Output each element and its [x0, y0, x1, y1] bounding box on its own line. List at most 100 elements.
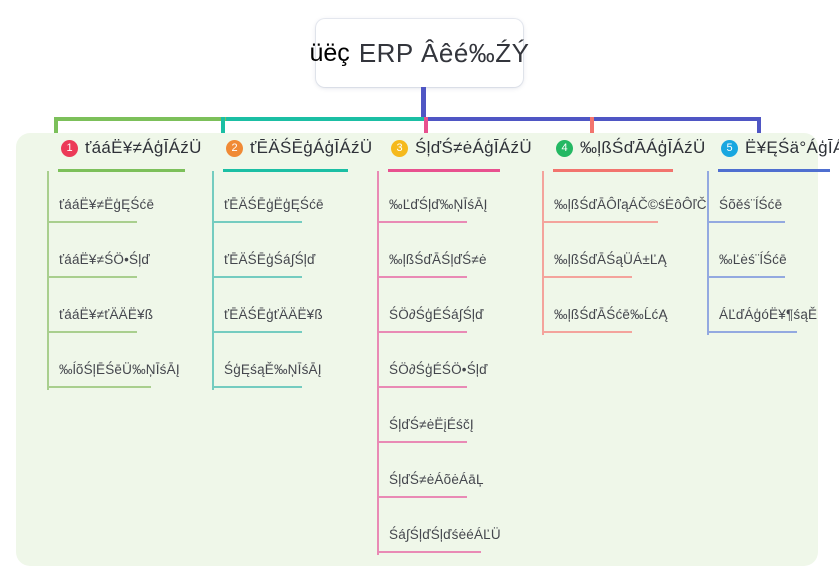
leaf-connector — [212, 386, 224, 388]
leaf-connector — [47, 386, 59, 388]
leaf-underline — [554, 276, 632, 278]
leaf-underline — [389, 276, 467, 278]
leaf-node[interactable]: ťááË¥≠ťÄÄË¥ß — [47, 307, 153, 335]
leaf-underline — [554, 331, 632, 333]
branch-underline-2 — [223, 169, 348, 172]
leaf-connector — [377, 276, 389, 278]
leaf-label: ‰ĽďŚļď‰ŅĪśĀĮ — [389, 197, 488, 212]
leaf-label: ‰ļßŚďĀŚćē‰ĹćĄ — [554, 307, 668, 322]
root-node[interactable]: üëç ERP Âêé‰ŹÝ — [310, 19, 529, 87]
leaf-label: ŚÖ∂ŚģÉŚá∫Śļď — [389, 307, 484, 322]
leaf-underline — [719, 331, 797, 333]
leaf-label: ŚģĘśąĚ‰ŅĪśĀĮ — [224, 362, 322, 377]
leaf-label: ŚÖ∂ŚģÉŚÖ•Śļď — [389, 362, 488, 377]
branch-trunk-3 — [377, 171, 379, 555]
leaf-underline — [224, 221, 302, 223]
leaf-node[interactable]: ťĒÄŚĒģŚá∫Śļď — [212, 252, 315, 280]
leaf-label: Śõěś¨ĺŚćē — [719, 197, 783, 212]
leaf-underline — [224, 386, 302, 388]
leaf-label: ‰ļßŚďĀÔľąÁČ©śĖôÔľČ — [554, 197, 707, 212]
branch-underline-1 — [58, 169, 185, 172]
branch-trunk-5 — [707, 171, 709, 335]
drop-connector-3 — [424, 117, 428, 145]
branch-header-4[interactable]: 4‰ļßŚďĀÁģĪÁźÜ — [535, 133, 706, 163]
leaf-connector — [707, 331, 719, 333]
leaf-underline — [59, 386, 151, 388]
leaf-node[interactable]: ťĒÄŚĒģËģĘŚćē — [212, 197, 324, 225]
branch-underline-4 — [553, 169, 673, 172]
leaf-node[interactable]: ŚÖ∂ŚģÉŚá∫Śļď — [377, 307, 483, 335]
leaf-node[interactable]: Śá∫ŚļďŚļďśėéÁĽÜ — [377, 527, 501, 555]
leaf-connector — [707, 221, 719, 223]
branch-badge-3: 3 — [391, 139, 408, 157]
leaf-label: ÁĽďÁģóË¥¶śąĚ — [719, 307, 818, 322]
branch-badge-5: 5 — [721, 139, 738, 157]
leaf-node[interactable]: ‰ļßŚďĀŚąÜÁ±ĽĄ — [542, 252, 667, 280]
leaf-node[interactable]: ‰ļßŚďĀÔľąÁČ©śĖôÔľČ — [542, 197, 707, 225]
branch-trunk-2 — [212, 171, 214, 390]
branch-header-5[interactable]: 5 Ë¥ĘŚä°ÁģĪÁźÜ — [700, 133, 839, 163]
leaf-node[interactable]: ‰Ľėś¨ĺŚćē — [707, 252, 787, 280]
branch-trunk-1 — [47, 171, 49, 390]
leaf-node[interactable]: ŚļďŚ≠ėÁõėÁāĻ — [377, 472, 483, 500]
leaf-node[interactable]: ‰ĺõŚļĒŚēÜ‰ŅĪśĀĮ — [47, 362, 180, 390]
leaf-underline — [389, 331, 467, 333]
branches-panel — [16, 133, 818, 566]
leaf-underline — [224, 276, 302, 278]
leaf-node[interactable]: ‰ļßŚďĀŚćē‰ĹćĄ — [542, 307, 667, 335]
branch-badge-4: 4 — [556, 139, 573, 157]
leaf-underline — [719, 276, 785, 278]
leaf-label: ‰ļßŚďĀŚļďŚ≠ė — [389, 252, 487, 267]
leaf-underline — [224, 331, 302, 333]
branch-trunk-4 — [542, 171, 544, 335]
connector-segment-1 — [54, 117, 226, 121]
branch-badge-2: 2 — [226, 139, 243, 157]
leaf-connector — [377, 331, 389, 333]
drop-connector-4 — [590, 117, 594, 145]
leaf-connector — [212, 221, 224, 223]
leaf-node[interactable]: ťĒÄŚĒģťÄÄË¥ß — [212, 307, 323, 335]
leaf-node[interactable]: ‰ļßŚďĀŚļďŚ≠ė — [377, 252, 486, 280]
leaf-label: ťááË¥≠ËģĘŚćē — [59, 197, 155, 212]
leaf-connector — [542, 221, 554, 223]
leaf-label: ‰ĺõŚļĒŚēÜ‰ŅĪśĀĮ — [59, 362, 180, 377]
leaf-label: Śá∫ŚļďŚļďśėéÁĽÜ — [389, 527, 501, 542]
root-stem-connector — [421, 87, 426, 120]
leaf-connector — [542, 331, 554, 333]
leaf-connector — [377, 221, 389, 223]
connector-segment-2 — [226, 117, 424, 121]
leaf-node[interactable]: ‰ĽďŚļď‰ŅĪśĀĮ — [377, 197, 487, 225]
leaf-label: ‰Ľėś¨ĺŚćē — [719, 252, 787, 267]
leaf-node[interactable]: ÁĽďÁģóË¥¶śąĚ — [707, 307, 817, 335]
leaf-label: ťááË¥≠ťÄÄË¥ß — [59, 307, 154, 322]
leaf-underline — [389, 496, 467, 498]
leaf-label: ‰ļßŚďĀŚąÜÁ±ĽĄ — [554, 252, 667, 267]
leaf-underline — [554, 221, 658, 223]
leaf-node[interactable]: ŚÖ∂ŚģÉŚÖ•Śļď — [377, 362, 487, 390]
leaf-underline — [719, 221, 785, 223]
leaf-underline — [59, 276, 137, 278]
leaf-label: ŚļďŚ≠ėÁõėÁāĻ — [389, 472, 484, 487]
leaf-connector — [47, 331, 59, 333]
branch-column-4: 4‰ļßŚďĀÁģĪÁźÜ ‰ļßŚďĀÔľąÁČ©śĖôÔľČ ‰ļßŚďĀŚąÜ… — [535, 133, 707, 335]
leaf-node[interactable]: ŚģĘśąĚ‰ŅĪśĀĮ — [212, 362, 321, 390]
branch-underline-3 — [388, 169, 500, 172]
leaf-connector — [377, 496, 389, 498]
branch-title-1: ťááË¥≠ÁģĪÁźÜ — [85, 138, 202, 157]
leaf-node[interactable]: ťááË¥≠ËģĘŚćē — [47, 197, 154, 225]
branch-column-5: 5 Ë¥ĘŚä°ÁģĪÁźÜ Śõěś¨ĺŚćē ‰Ľėś¨ĺŚćēÁĽďÁģóË¥¶… — [700, 133, 839, 335]
leaf-node[interactable]: Śõěś¨ĺŚćē — [707, 197, 785, 225]
leaf-label: ťĒÄŚĒģŚá∫Śļď — [224, 252, 316, 267]
leaf-node[interactable]: ŚļďŚ≠ėËįÉśčĮ — [377, 417, 474, 445]
branch-title-5: Ë¥ĘŚä°ÁģĪÁźÜ — [745, 138, 839, 157]
leaf-node[interactable]: ťááË¥≠ŚÖ•Śļď — [47, 252, 150, 280]
leaf-connector — [212, 276, 224, 278]
leaf-label: ťĒÄŚĒģťÄÄË¥ß — [224, 307, 323, 322]
